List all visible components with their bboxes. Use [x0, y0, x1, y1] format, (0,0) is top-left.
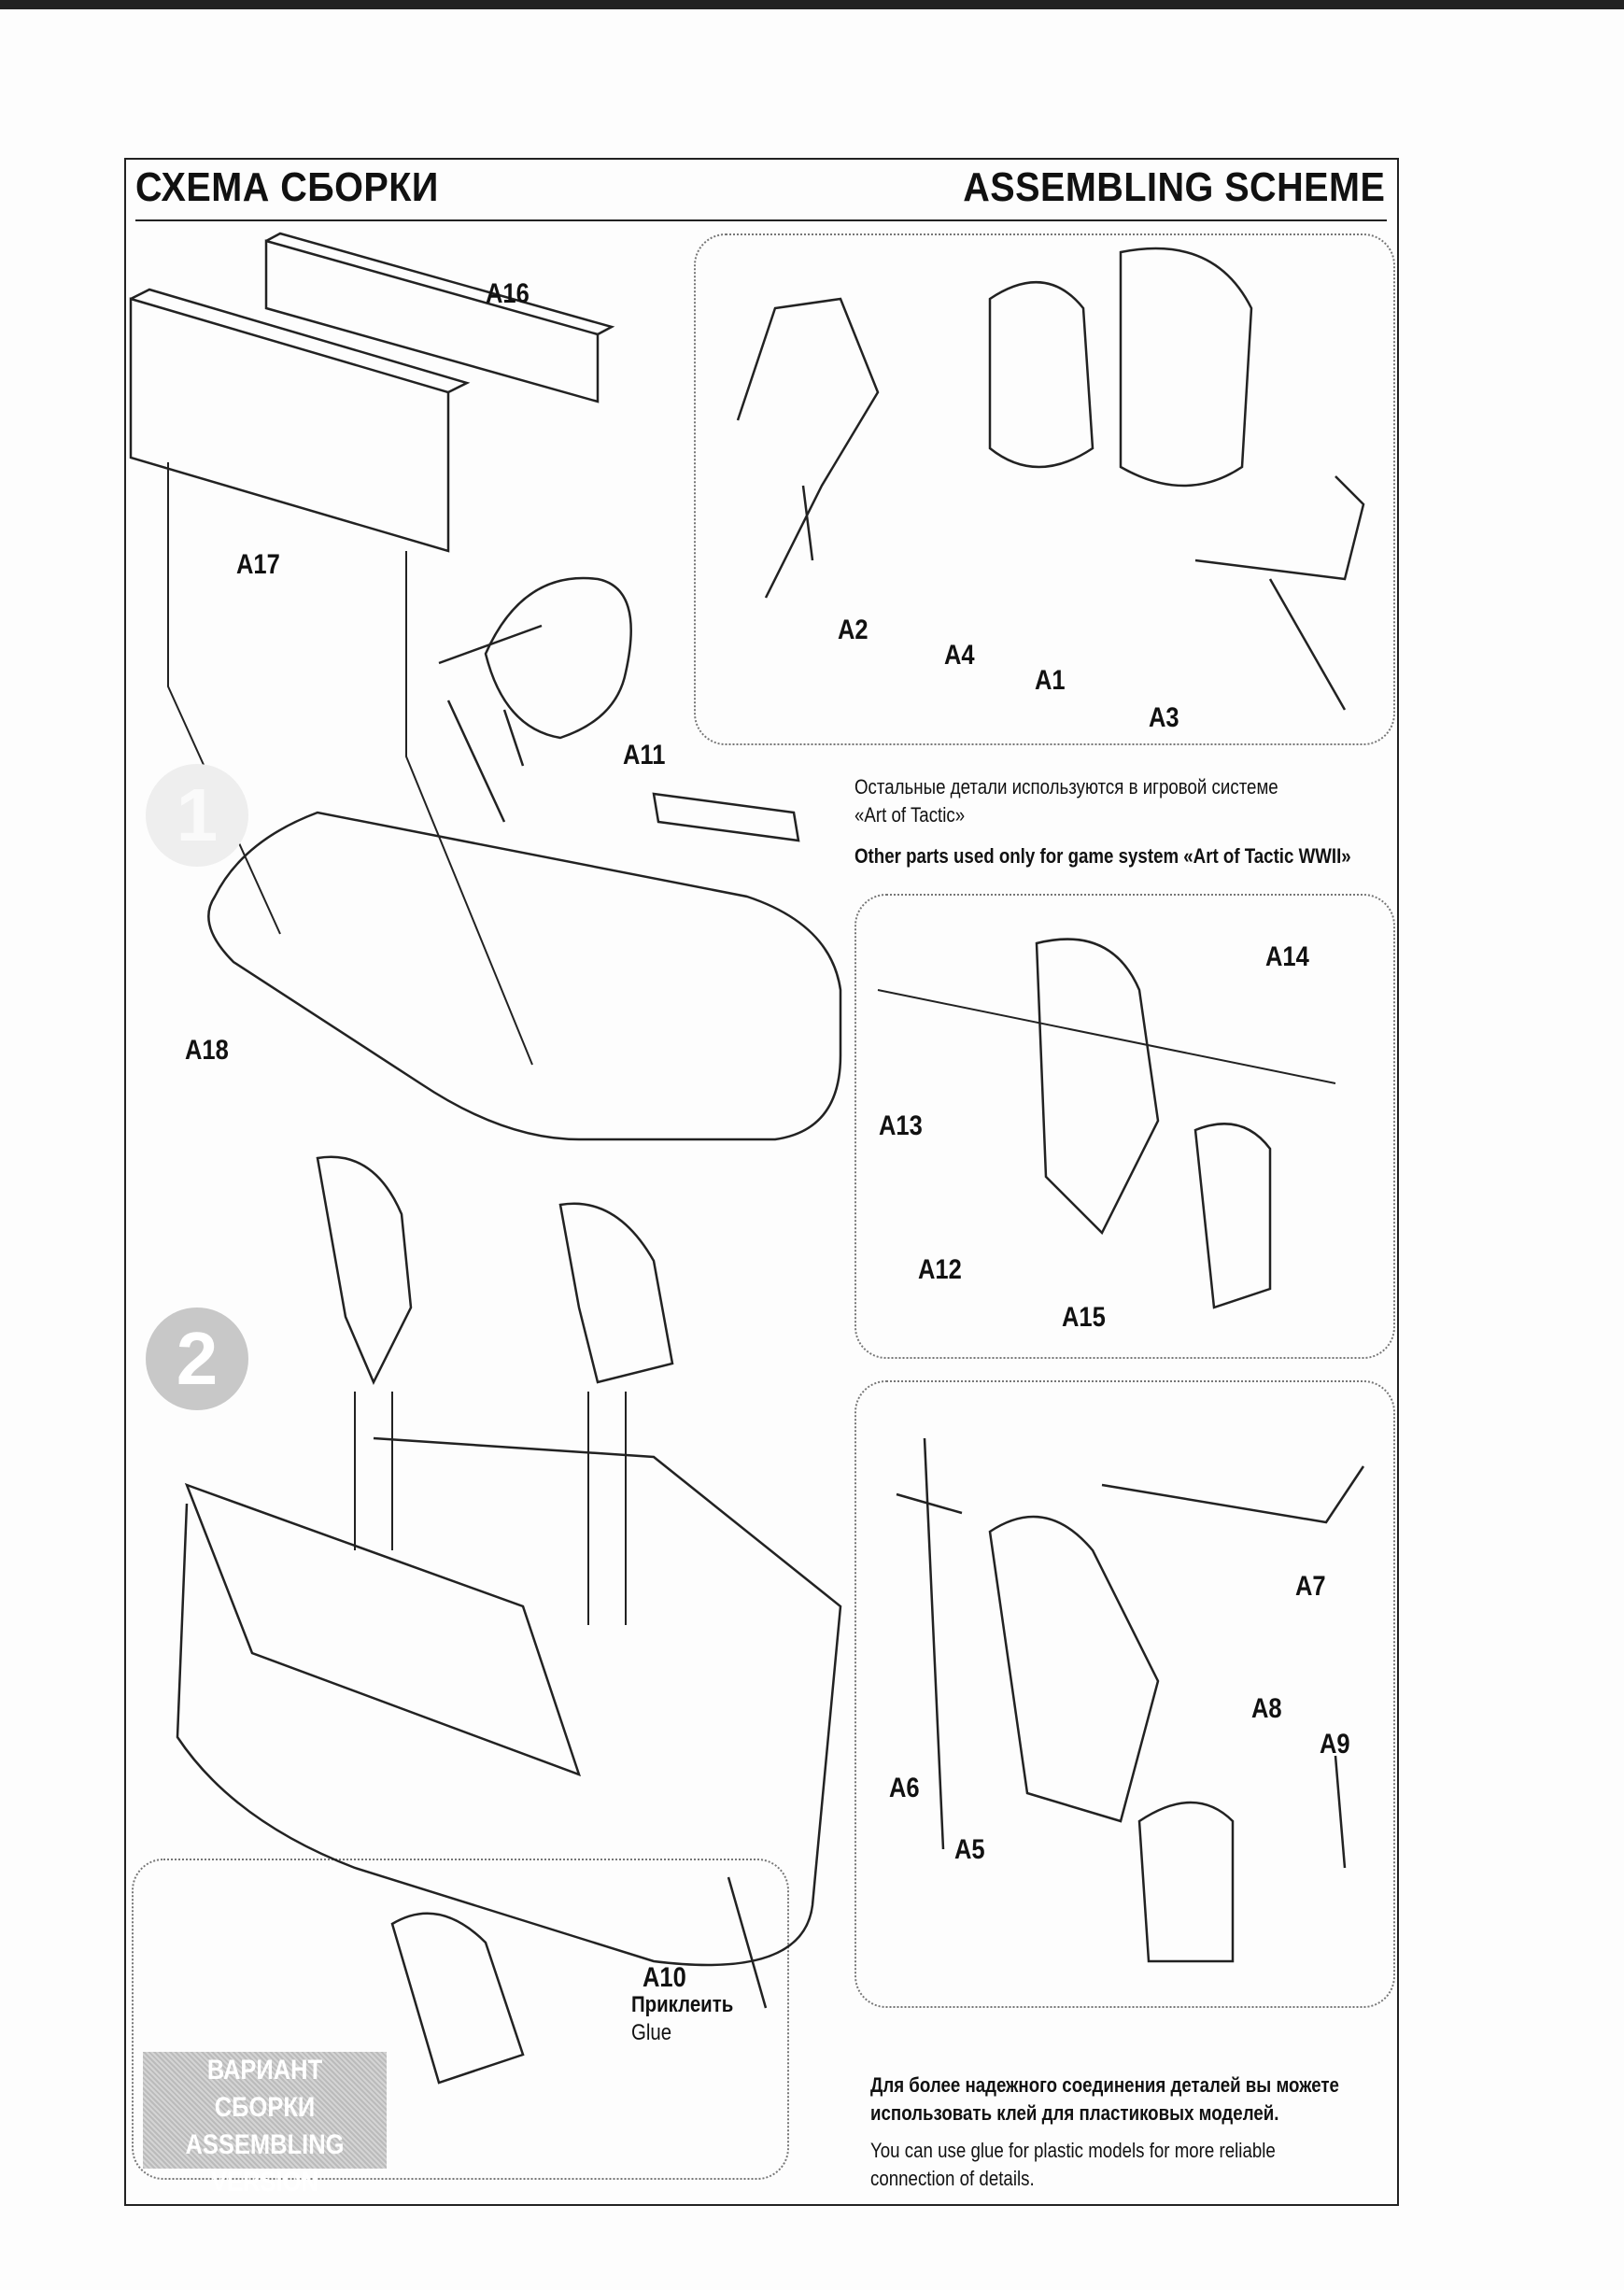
coat-a15	[1193, 1123, 1272, 1309]
title-en: ASSEMBLING SCHEME	[962, 164, 1385, 210]
label-a18: A18	[185, 1035, 229, 1066]
coat-a8	[1137, 1801, 1235, 1963]
guide-lines-step1	[167, 462, 533, 1066]
plate-a17-top	[130, 288, 471, 394]
other-parts-note-en: Other parts used only for game system «A…	[854, 844, 1351, 868]
sheet-frame	[124, 158, 1399, 2206]
mg-tripod	[438, 624, 543, 823]
figure-a5	[988, 1515, 1160, 1823]
guide-lines-step2	[354, 1392, 627, 1625]
label-a15: A15	[1062, 1302, 1106, 1333]
badge-line-2: ASSEMBLING	[185, 2129, 345, 2160]
figure-observer	[316, 1155, 413, 1385]
base-assembled	[176, 1436, 842, 1967]
badge-line-3: VERSION	[211, 2167, 318, 2198]
label-a10: A10	[643, 1962, 686, 1993]
other-parts-note-ru-1: Остальные детали используются в игровой …	[854, 775, 1278, 799]
arm-a7	[1101, 1465, 1365, 1524]
detail-panel-assembling-version	[132, 1859, 789, 2180]
mg-a2	[736, 297, 880, 599]
label-a4: A4	[944, 640, 975, 671]
axis-a13	[877, 989, 1336, 1084]
plate-a17	[129, 297, 450, 553]
step-2-marker: 2	[146, 1308, 248, 1410]
label-a2: A2	[838, 615, 868, 645]
glue-callout-ru: Приклеить	[631, 1992, 734, 2017]
title-ru: СХЕМА СБОРКИ	[135, 164, 439, 210]
coat-a4	[988, 281, 1094, 469]
label-a13: A13	[879, 1110, 923, 1141]
label-a3: A3	[1149, 702, 1179, 733]
detail-panel-machine-gunner	[694, 233, 1395, 745]
header-divider	[135, 219, 1387, 221]
label-a11: A11	[623, 740, 666, 770]
pouch-a9	[1334, 1755, 1347, 1869]
label-a5: A5	[954, 1834, 985, 1865]
glue-note-en-2: connection of details.	[870, 2167, 1035, 2190]
torso-a1	[1119, 247, 1253, 488]
label-a16: A16	[486, 278, 530, 309]
detail-panel-rifleman	[854, 1380, 1395, 2008]
label-a9: A9	[1320, 1729, 1350, 1760]
glue-note-ru-2: использовать клей для пластиковых моделе…	[870, 2101, 1279, 2125]
detail-panel-observer	[854, 894, 1395, 1359]
label-a14: A14	[1265, 941, 1309, 972]
plate-a16-top	[265, 232, 615, 336]
glue-callout-en: Glue	[631, 2020, 672, 2045]
arm-a3	[1194, 475, 1365, 711]
label-a1: A1	[1035, 665, 1066, 696]
rifle-a6	[896, 1437, 963, 1850]
version-figures	[390, 1876, 768, 2085]
badge-line-1: ВАРИАНТ СБОРКИ	[206, 2055, 323, 2123]
figure-rifleman	[558, 1202, 674, 1384]
wall-a17-assembled	[184, 1482, 582, 1777]
step-1-marker: 1	[146, 764, 248, 867]
figure-a12	[1035, 938, 1160, 1236]
other-parts-note-ru-2: «Art of Tactic»	[854, 803, 966, 827]
label-a6: A6	[889, 1773, 920, 1803]
label-a17: A17	[236, 549, 280, 580]
part-a11	[652, 792, 800, 842]
base-a18	[207, 811, 842, 1141]
label-a12: A12	[918, 1254, 962, 1285]
assembling-version-badge: ВАРИАНТ СБОРКИ ASSEMBLING VERSION	[143, 2052, 387, 2198]
label-a8: A8	[1251, 1693, 1282, 1724]
glue-note-en-1: You can use glue for plastic models for …	[870, 2139, 1276, 2162]
scan-edge	[0, 0, 1624, 9]
label-a7: A7	[1295, 1571, 1326, 1602]
glue-note-ru-1: Для более надежного соединения деталей в…	[870, 2073, 1339, 2097]
plate-a16	[264, 239, 600, 403]
figure-gunner	[484, 576, 632, 740]
